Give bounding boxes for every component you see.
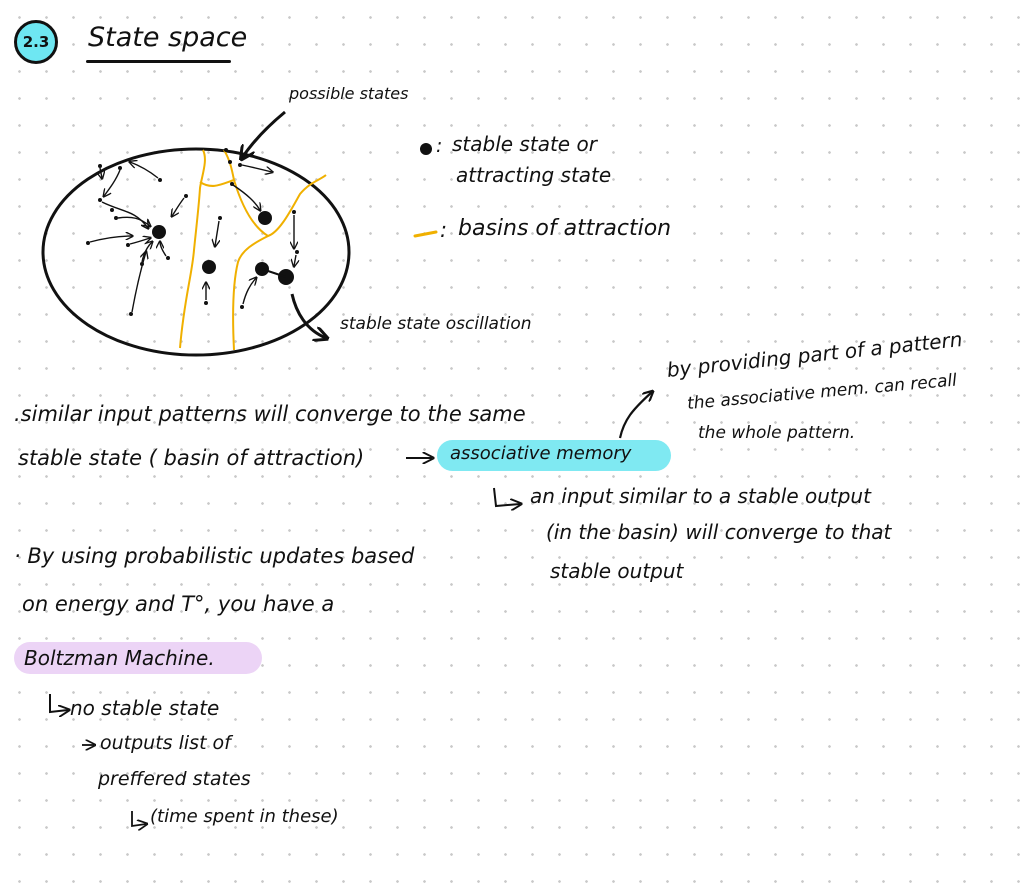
no-stable-state: no stable state — [70, 696, 220, 720]
oscillation-arrow — [290, 293, 326, 338]
possible-states-label: possible states — [289, 84, 409, 103]
outputs-list-line2: preffered states — [98, 768, 251, 790]
associative-memory-highlight — [437, 440, 671, 471]
input-line3: stable output — [550, 559, 684, 583]
similar-line2: stable state ( basin of attraction) — [18, 446, 365, 470]
input-line1: an input similar to a stable output — [530, 484, 871, 508]
providing-arrow — [618, 392, 652, 439]
basin-boundaries — [179, 149, 327, 351]
input-line2: (in the basin) will converge to that — [546, 520, 892, 544]
legend-dot — [420, 143, 432, 155]
attractor-dots — [152, 211, 294, 285]
boltzmann-highlight — [14, 642, 262, 674]
legend-stable-line1: stable state or — [452, 132, 597, 156]
legend-dot-separator: : — [436, 135, 443, 157]
prob-line1: · By using probabilistic updates based — [14, 544, 415, 568]
state-trajectories — [89, 162, 296, 313]
state-dots — [86, 148, 299, 316]
section-number-badge: 2.3 — [14, 20, 58, 64]
associative-memory-text: associative memory — [450, 443, 632, 464]
legend-basin-line — [413, 230, 438, 238]
title-underline — [86, 60, 231, 63]
similar-line1: .similar input patterns will converge to… — [14, 402, 526, 426]
no-stable-arrow — [49, 694, 68, 712]
section-number: 2.3 — [22, 33, 50, 51]
outputs-list-line1: outputs list of — [100, 732, 231, 754]
providing-line3: the whole pattern. — [698, 423, 856, 443]
legend-line-separator: : — [440, 218, 448, 242]
input-arrow — [493, 487, 520, 506]
prob-line2: on energy and T°, you have a — [22, 592, 335, 616]
state-space-ellipse — [41, 147, 351, 357]
oscillation-link — [261, 268, 287, 278]
time-spent-arrow — [131, 811, 146, 826]
stable-state-oscillation-label: stable state oscillation — [340, 314, 532, 334]
page-title: State space — [88, 22, 248, 53]
legend-basins: basins of attraction — [458, 216, 672, 241]
time-spent-note: (time spent in these) — [150, 806, 339, 827]
possible-states-arrow — [242, 110, 286, 158]
legend-stable-line2: attracting state — [456, 163, 612, 187]
boltzmann-machine: Boltzman Machine. — [24, 646, 215, 670]
